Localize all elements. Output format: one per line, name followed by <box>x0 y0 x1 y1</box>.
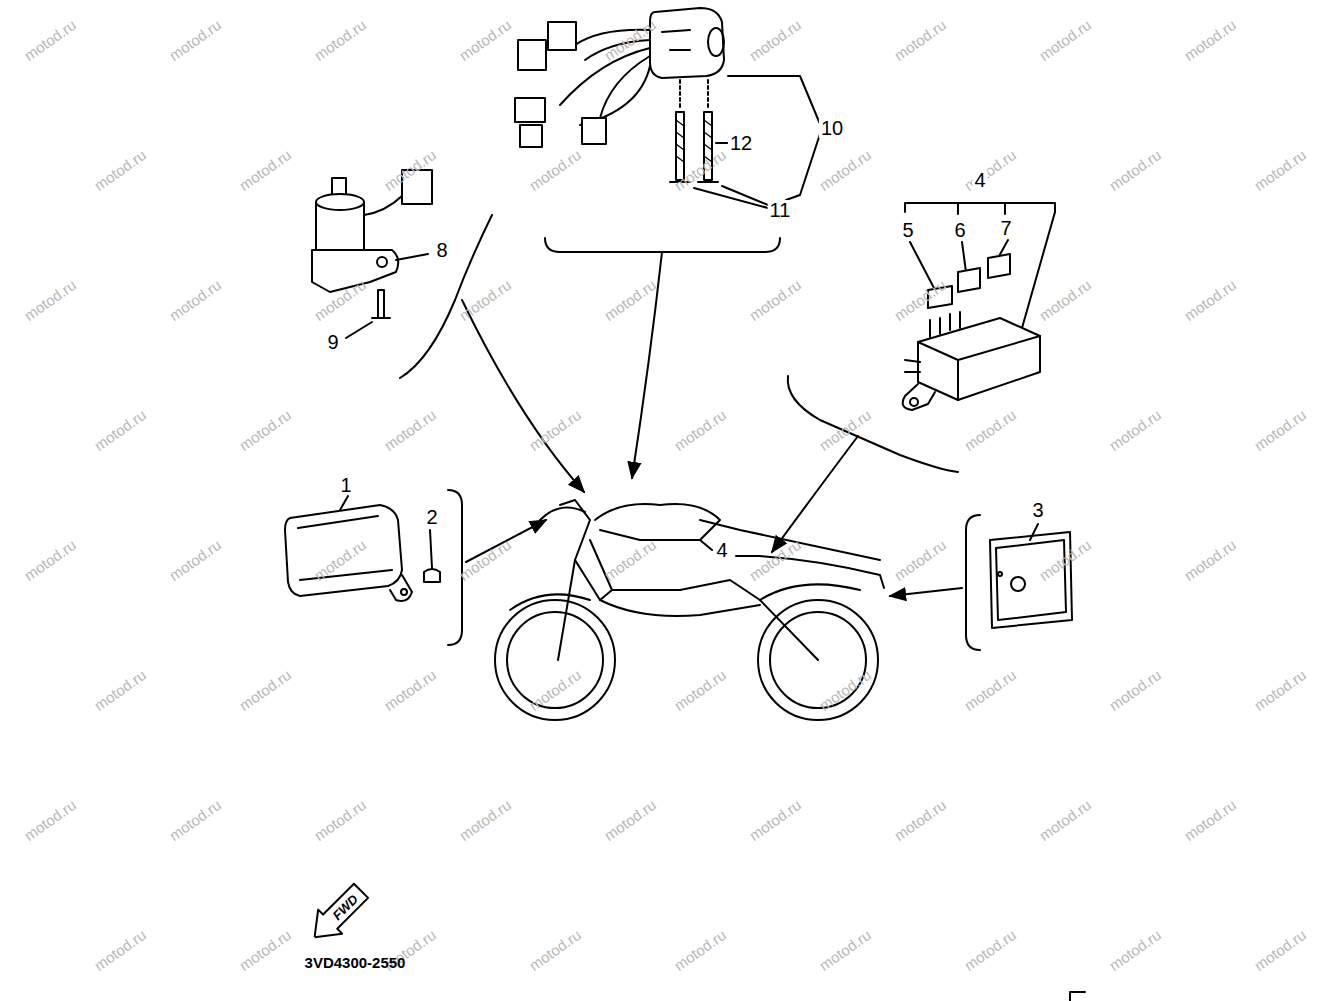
watermark: motod.ru <box>456 797 513 843</box>
watermark: motod.ru <box>601 797 658 843</box>
group-bracket <box>788 376 958 472</box>
watermark: motod.ru <box>526 667 583 713</box>
watermark: motod.ru <box>961 407 1018 453</box>
callout-number: 10 <box>819 118 845 138</box>
watermark: motod.ru <box>1251 667 1308 713</box>
callout-number: 3 <box>1030 500 1045 520</box>
watermark: motod.ru <box>1181 277 1238 323</box>
watermark: motod.ru <box>1106 407 1163 453</box>
watermark: motod.ru <box>91 667 148 713</box>
watermark: motod.ru <box>166 797 223 843</box>
callout-number: 2 <box>424 507 439 527</box>
callout-number: 9 <box>325 332 340 352</box>
callout-number: 4 <box>972 170 987 190</box>
group-bracket <box>966 515 980 650</box>
callout-number: 8 <box>434 240 449 260</box>
watermark: motod.ru <box>1036 17 1093 63</box>
watermark: motod.ru <box>91 407 148 453</box>
watermark: motod.ru <box>236 147 293 193</box>
watermark: motod.ru <box>746 17 803 63</box>
watermark: motod.ru <box>381 407 438 453</box>
watermark: motod.ru <box>1036 277 1093 323</box>
watermark: motod.ru <box>961 147 1018 193</box>
callout-number: 1 <box>338 475 353 495</box>
watermark: motod.ru <box>236 667 293 713</box>
watermark: motod.ru <box>816 927 873 973</box>
location-arrow <box>462 300 584 492</box>
location-arrow <box>772 436 858 552</box>
watermark: motod.ru <box>166 17 223 63</box>
watermark: motod.ru <box>601 537 658 583</box>
callout-number: 12 <box>728 133 754 153</box>
watermark: motod.ru <box>891 797 948 843</box>
watermark: motod.ru <box>671 927 728 973</box>
watermark: motod.ru <box>236 407 293 453</box>
watermark: motod.ru <box>456 277 513 323</box>
watermark: motod.ru <box>601 277 658 323</box>
frame-corner <box>1070 992 1085 1001</box>
watermark: motod.ru <box>1181 537 1238 583</box>
watermark: motod.ru <box>456 17 513 63</box>
handlebar-switch <box>515 8 820 208</box>
part-code: 3VD4300-2550 <box>305 955 406 970</box>
watermark: motod.ru <box>21 277 78 323</box>
watermark: motod.ru <box>1251 407 1308 453</box>
watermark: motod.ru <box>891 17 948 63</box>
watermark: motod.ru <box>91 927 148 973</box>
ignition-switch <box>312 170 432 338</box>
watermark: motod.ru <box>311 17 368 63</box>
watermark: motod.ru <box>236 927 293 973</box>
callout-number: 6 <box>952 220 967 240</box>
callout-number: 11 <box>768 200 793 220</box>
watermark: motod.ru <box>526 147 583 193</box>
watermark: motod.ru <box>746 277 803 323</box>
callout-number: 4 <box>714 540 729 560</box>
watermark: motod.ru <box>816 667 873 713</box>
watermark: motod.ru <box>381 667 438 713</box>
watermark: motod.ru <box>166 537 223 583</box>
watermark: motod.ru <box>1251 927 1308 973</box>
watermark: motod.ru <box>21 797 78 843</box>
watermark: motod.ru <box>1181 17 1238 63</box>
watermark: motod.ru <box>1106 667 1163 713</box>
watermark: motod.ru <box>166 277 223 323</box>
watermark: motod.ru <box>91 147 148 193</box>
watermark: motod.ru <box>456 537 513 583</box>
watermark: motod.ru <box>816 147 873 193</box>
watermark: motod.ru <box>526 927 583 973</box>
callout-number: 5 <box>900 220 915 240</box>
fuse-box <box>903 203 1055 410</box>
watermark: motod.ru <box>961 667 1018 713</box>
group-bracket <box>545 238 780 252</box>
watermark: motod.ru <box>1251 147 1308 193</box>
watermark: motod.ru <box>1036 797 1093 843</box>
watermark: motod.ru <box>21 17 78 63</box>
callout-number: 7 <box>998 218 1013 238</box>
direction-arrow: FWD <box>303 879 373 949</box>
location-arrow <box>890 588 962 596</box>
meter-unit <box>285 496 440 601</box>
tail-unit <box>990 524 1072 628</box>
watermark: motod.ru <box>746 797 803 843</box>
watermark: motod.ru <box>1181 797 1238 843</box>
watermark: motod.ru <box>961 927 1018 973</box>
watermark: motod.ru <box>1106 147 1163 193</box>
watermark: motod.ru <box>891 537 948 583</box>
watermark: motod.ru <box>311 797 368 843</box>
watermark: motod.ru <box>816 407 873 453</box>
watermark: motod.ru <box>1106 927 1163 973</box>
watermark: motod.ru <box>671 407 728 453</box>
watermark: motod.ru <box>671 667 728 713</box>
watermark: motod.ru <box>21 537 78 583</box>
motorcycle-outline <box>495 500 884 720</box>
